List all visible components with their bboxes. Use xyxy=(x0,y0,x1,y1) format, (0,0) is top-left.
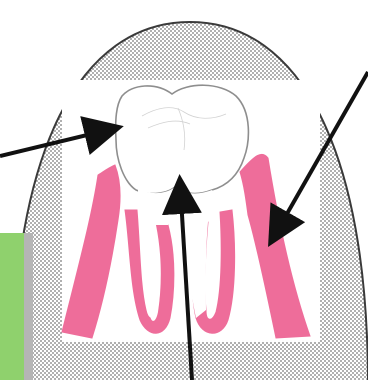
side-panel-edge xyxy=(24,233,33,380)
green-side-panel xyxy=(0,233,24,380)
tooth-crown xyxy=(116,85,249,193)
